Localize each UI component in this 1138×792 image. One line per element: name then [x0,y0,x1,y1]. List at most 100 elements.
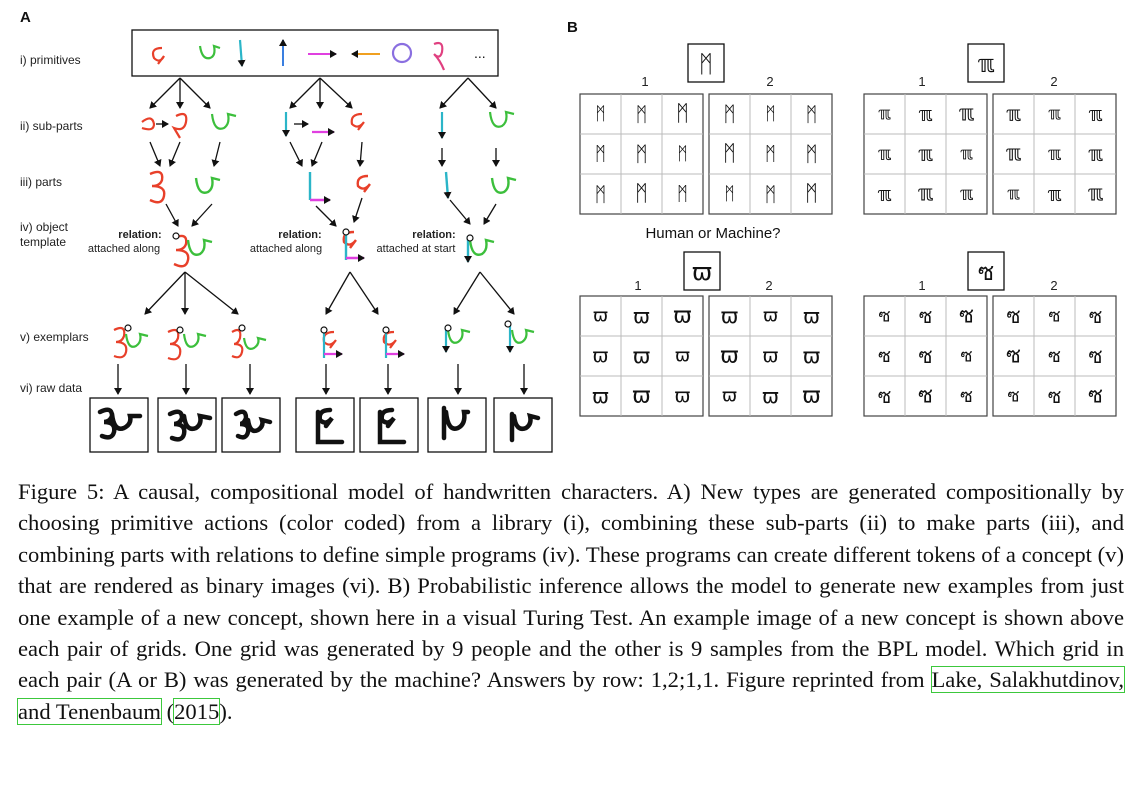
sample-glyph: ซ [1048,306,1060,327]
row-label-object: iv) object [20,220,69,234]
sample-glyph: ℼ [877,182,891,206]
grid-border [708,93,833,215]
sample-glyph: ᛗ [636,102,648,126]
relation-3-head: relation: [412,229,455,241]
sample-glyph: ℼ [1088,102,1102,126]
sample-glyph: ϖ [633,344,651,368]
grid-number-2: 2 [1050,278,1057,293]
sample-glyph: ℼ [1006,142,1021,167]
sample-glyph: ϖ [633,304,650,328]
sample-glyph: ϖ [722,386,737,407]
sample-glyph: ซ [878,306,890,327]
grid-border [863,93,988,215]
sample-glyph: ℼ [1007,184,1020,205]
primitive-red-curl [151,46,165,65]
sample-glyph: ᛗ [635,142,648,166]
sample-glyph: ᛗ [765,143,776,165]
grid-number-2: 2 [1050,74,1057,89]
example-image-box [967,251,1005,291]
relation-2-head: relation: [278,229,321,241]
grid-border [863,295,988,417]
sample-glyph: ᛗ [723,142,736,167]
citation-authors-link[interactable]: Lake, Salakhutdinov, and Tenenbaum [17,666,1125,725]
sample-glyph: ℼ [1048,143,1061,165]
sample-glyph: ℼ [960,144,973,165]
row-label-parts: iii) parts [20,175,62,189]
sample-glyph: ϖ [673,304,691,329]
sample-glyph: ᛗ [723,102,736,126]
sample-glyph: ᛗ [805,142,818,166]
grid-border [992,93,1117,215]
sample-glyph: ᛗ [677,183,688,205]
sample-glyph: ϖ [592,384,609,408]
exemplars-strokes [113,320,535,361]
grid-number-1: 1 [641,74,648,89]
citation-close: ). [219,698,233,724]
sample-glyph: ℼ [918,182,933,207]
sample-glyph: ᛗ [635,182,648,207]
sample-glyph: ซ [1088,344,1102,368]
sample-glyph: ซ [878,384,892,408]
sample-glyph: ϖ [720,344,738,369]
sample-glyph: ϖ [675,385,691,407]
sample-glyph: ซ [1048,384,1062,408]
primitive-green-hook [198,44,221,60]
grid-number-1: 1 [634,278,641,293]
relation-1-head: relation: [118,229,161,241]
sample-glyph: ซ [1007,386,1019,407]
grid-number-2: 2 [766,74,773,89]
example-glyph: ϖ [692,258,712,286]
sample-glyph: ϖ [593,345,609,367]
grid-number-2: 2 [765,278,772,293]
human-or-machine-question: Human or Machine? [645,225,780,242]
primitives-library: ... [131,29,499,77]
sample-glyph: ℼ [918,102,932,126]
example-glyph: ᛗ [699,50,713,78]
row-label-rawdata: vi) raw data [20,381,82,395]
sample-glyph: ℼ [878,143,891,165]
figure-5: A i) primitives ii) sub-parts iii) parts… [20,9,1117,453]
sample-glyph: ℼ [1088,182,1103,207]
sample-glyph: ᛗ [595,104,606,125]
sample-glyph: ϖ [803,344,821,368]
example-image-box [967,43,1005,83]
citation-year-link[interactable]: 2015 [173,697,221,725]
sample-glyph: ซ [1088,384,1103,409]
raw-data-images [89,397,553,453]
citation-open: ( [160,698,175,724]
grid-border [579,295,704,417]
primitive-pink-loop [433,41,446,71]
sample-glyph: ℼ [1006,102,1021,126]
sample-grid-2[interactable]: ซซซซซซซซซ [992,295,1117,417]
relation-1-text: attached along [88,243,160,255]
relation-2-text: attached along [250,243,322,255]
parts-strokes [149,170,517,204]
sample-glyph: ซ [1006,344,1021,369]
sample-glyph: ϖ [763,306,778,327]
figure-canvas: A i) primitives ii) sub-parts iii) parts… [20,9,1117,453]
sample-glyph: ᛗ [676,102,689,127]
sample-glyph: ซ [919,304,933,328]
sample-grid-1[interactable]: ซซซซซซซซซ [863,295,988,417]
sample-glyph: ℼ [1088,142,1103,166]
sample-glyph: ℼ [1047,182,1061,206]
sample-glyph: ℼ [1048,104,1061,125]
sample-glyph: ϖ [593,306,608,327]
subparts-strokes [141,110,515,139]
sample-glyph: ℼ [959,102,974,127]
sample-glyph: ซ [1006,304,1020,328]
grid-border [579,93,704,215]
sample-glyph: ϖ [763,345,779,367]
grid-border [992,295,1117,417]
sample-glyph: ᛗ [724,184,735,205]
row-label-subparts: ii) sub-parts [20,119,83,133]
